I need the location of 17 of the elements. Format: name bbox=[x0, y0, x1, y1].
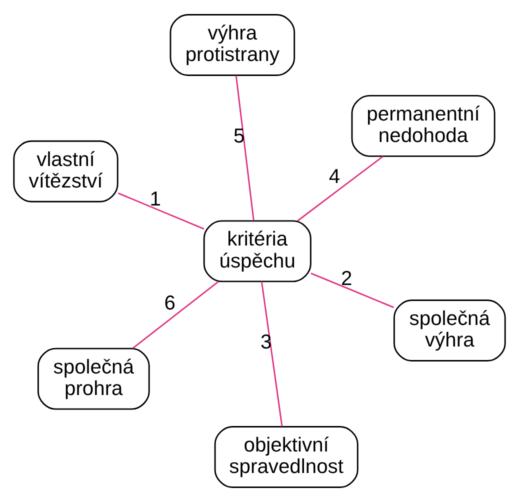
edge-label: 4 bbox=[328, 166, 340, 188]
edge-label: 6 bbox=[164, 292, 176, 314]
connector bbox=[310, 272, 394, 308]
node-box: vlastní vítězství bbox=[13, 140, 118, 202]
node-box: kritéria úspěchu bbox=[203, 220, 312, 282]
node-box: výhra protistrany bbox=[170, 14, 296, 76]
edge-label: 2 bbox=[340, 267, 352, 290]
connector bbox=[235, 74, 254, 220]
node-box: permanentní nedohoda bbox=[351, 94, 496, 156]
node-box: společná výhra bbox=[393, 299, 506, 361]
connector bbox=[297, 155, 384, 221]
connector bbox=[118, 192, 204, 230]
node-box: objektivní spravedlnost bbox=[214, 426, 358, 488]
connector bbox=[260, 280, 283, 426]
node-box: společná prohra bbox=[37, 347, 150, 410]
edge-label: 1 bbox=[150, 188, 161, 210]
connector bbox=[132, 280, 220, 348]
